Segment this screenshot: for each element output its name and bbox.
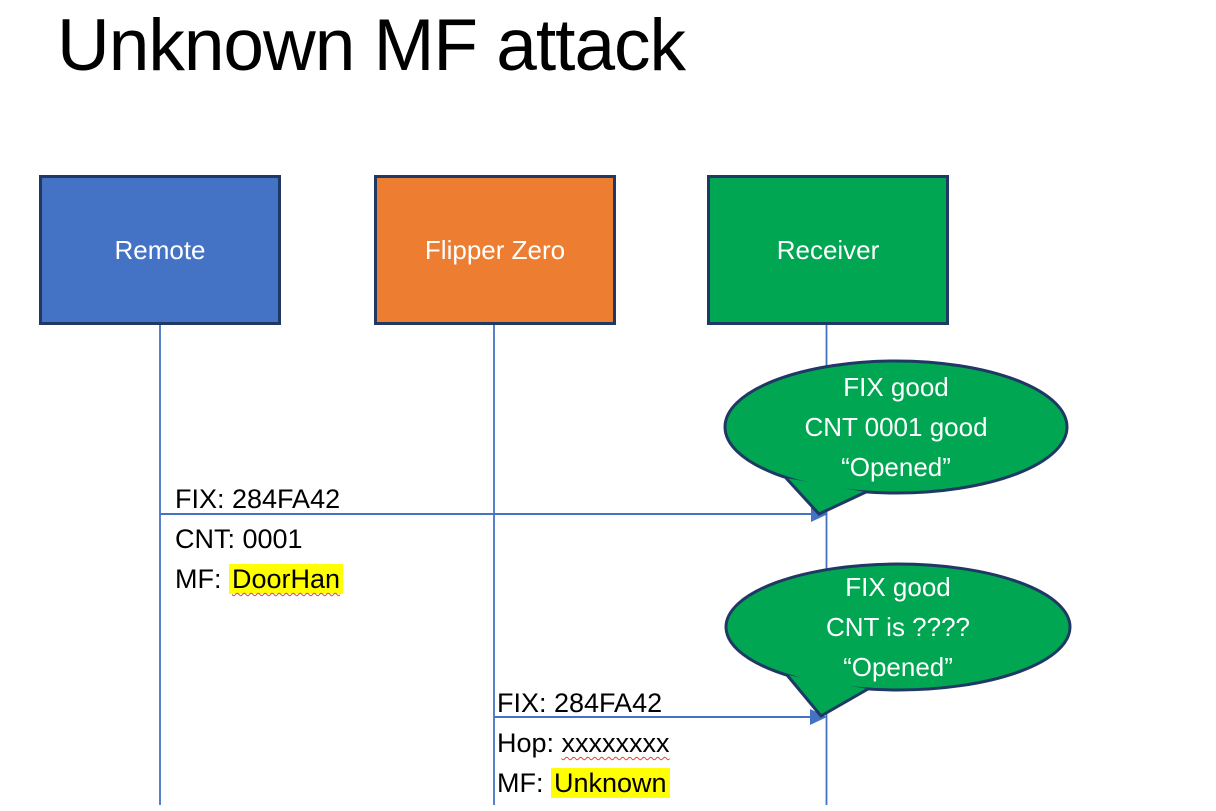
message-value-squiggle: xxxxxxxx xyxy=(561,728,670,758)
callout-1-text: FIX good CNT 0001 good “Opened” xyxy=(724,367,1068,487)
message-text: Hop: xyxy=(497,728,562,758)
callout-bubble-2 xyxy=(724,562,1072,718)
callout-2-text: FIX good CNT is ???? “Opened” xyxy=(726,567,1070,687)
message-line: MF: DoorHan xyxy=(175,559,344,599)
message-2-labels: FIX: 284FA42 Hop: xxxxxxxx MF: Unknown xyxy=(497,683,670,803)
callout-line: FIX good xyxy=(843,372,949,402)
message-line: FIX: 284FA42 xyxy=(497,683,670,723)
message-line: CNT: 0001 xyxy=(175,519,343,559)
callout-line: “Opened” xyxy=(843,652,953,682)
message-text: FIX: 284FA42 xyxy=(497,688,663,718)
message-line: FIX: 284FA42 xyxy=(175,479,343,519)
page-title: Unknown MF attack xyxy=(57,5,686,86)
callout-bubble-1 xyxy=(723,359,1069,516)
callout-line: “Opened” xyxy=(841,452,951,482)
actor-label-receiver: Receiver xyxy=(776,234,880,265)
message-value-highlighted: Unknown xyxy=(551,768,670,798)
actor-box-receiver: Receiver xyxy=(707,175,949,325)
callout-line: CNT is ???? xyxy=(825,612,971,642)
callout-line: CNT 0001 good xyxy=(804,412,988,442)
message-1-labels: FIX: 284FA42 CNT: 0001 MF: DoorHan xyxy=(175,479,344,599)
message-arrows xyxy=(160,506,828,725)
actor-box-flipper-zero: Flipper Zero xyxy=(374,175,616,325)
message-text: MF: xyxy=(497,768,551,798)
arrowhead-2 xyxy=(810,709,827,725)
message-line: Hop: xxxxxxxx xyxy=(497,723,670,763)
message-text: MF: xyxy=(175,564,229,594)
message-text: FIX: 284FA42 xyxy=(175,484,341,514)
message-value-highlighted: DoorHan xyxy=(229,564,344,594)
callout-line: FIX good xyxy=(845,572,951,602)
actor-label-remote: Remote xyxy=(114,234,206,265)
message-text: CNT: 0001 xyxy=(175,524,303,554)
actor-box-remote: Remote xyxy=(39,175,281,325)
message-line: MF: Unknown xyxy=(497,763,670,803)
actor-label-flipper-zero: Flipper Zero xyxy=(424,234,566,265)
